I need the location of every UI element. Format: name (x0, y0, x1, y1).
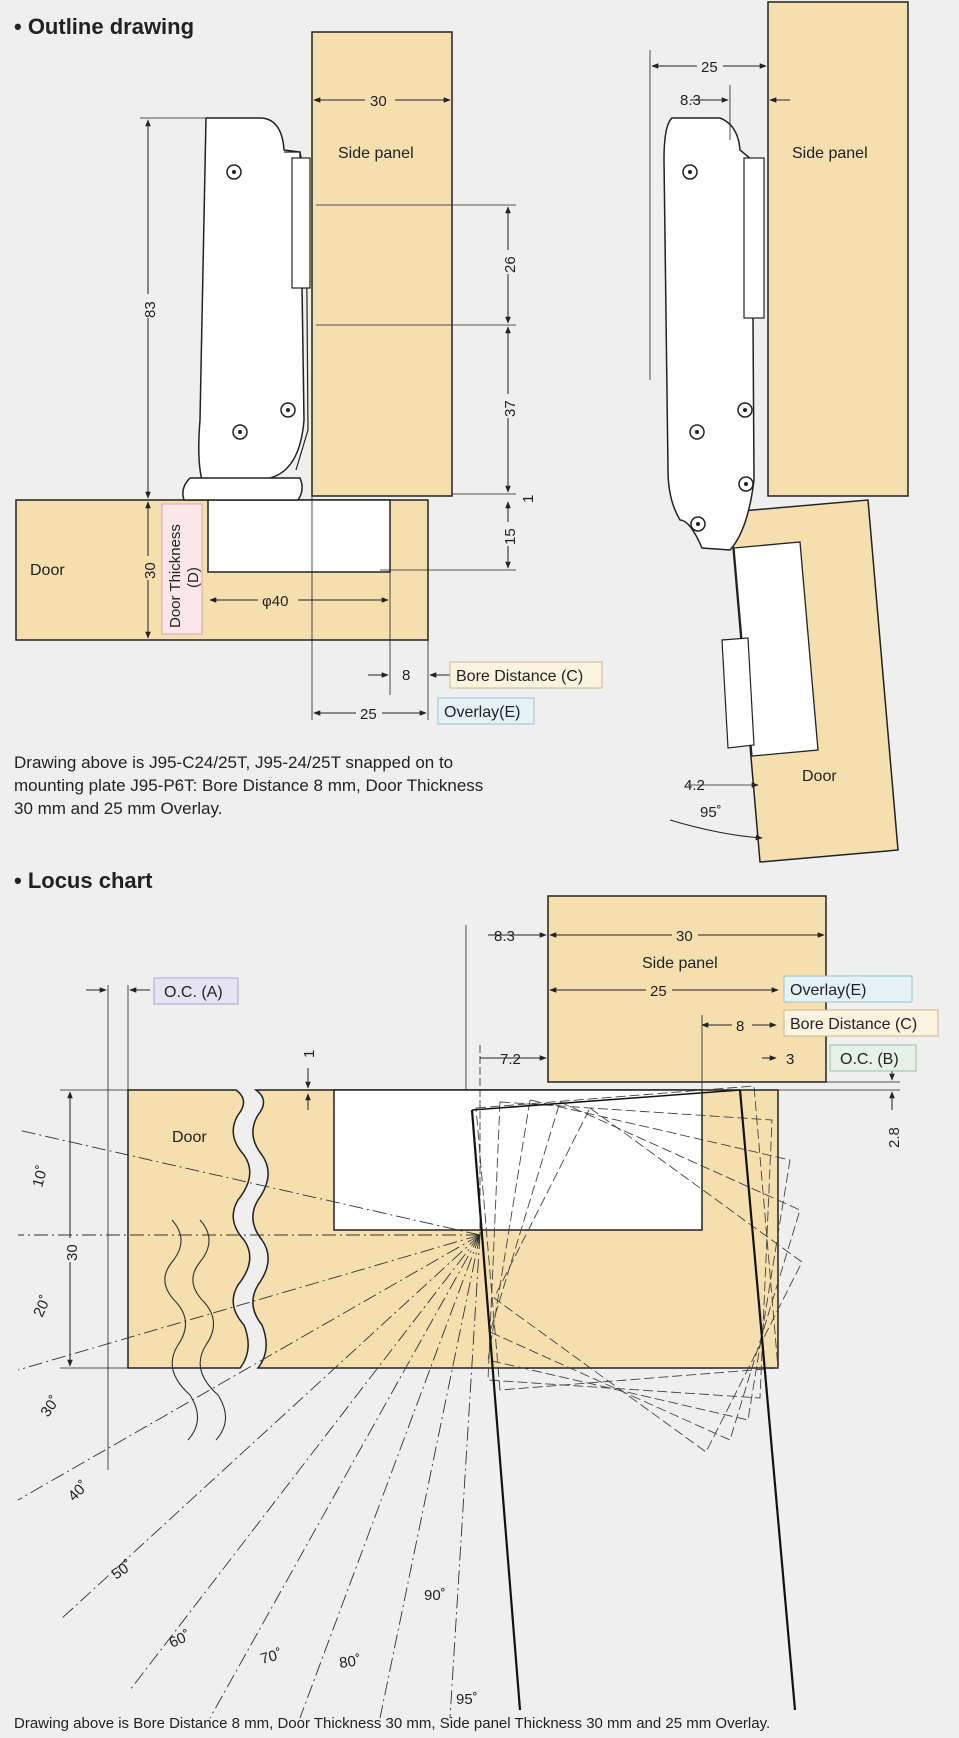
locus-dim-side-30: 30 (676, 928, 693, 945)
door-thickness-label-box (161, 503, 203, 635)
locus-dim-8-3: 8.3 (494, 928, 515, 945)
dim-15: 15 (502, 528, 519, 545)
locus-chart: Side panel Door (17, 895, 939, 1719)
dim-cup-diameter: φ40 (262, 593, 288, 610)
angle-label-30: 30˚ (37, 1393, 63, 1421)
dim-37: 37 (502, 400, 519, 417)
angle-label-50: 50˚ (109, 1557, 137, 1583)
bore-distance-label: Bore Distance (C) (456, 668, 583, 685)
oc-b-label: O.C. (B) (840, 1051, 899, 1068)
dim-1: 1 (520, 495, 537, 503)
angle-95-right: 95˚ (700, 804, 722, 821)
angle-label-60: 60˚ (167, 1627, 194, 1652)
outline-caption-line-3: 30 mm and 25 mm Overlay. (14, 799, 222, 818)
outline-caption-line-1: Drawing above is J95-C24/25T, J95-24/25T… (14, 753, 453, 772)
locus-side-panel-label: Side panel (642, 955, 718, 972)
door-thickness-label: Door Thickness (167, 524, 184, 628)
angle-label-20: 20˚ (30, 1293, 55, 1320)
door-95-outer-edge (738, 1089, 797, 1711)
dim-bore-8: 8 (402, 667, 410, 684)
swing-ray-lines (17, 1129, 481, 1719)
oc-a-box (153, 977, 239, 1005)
dim-right-4-2: 4.2 (684, 777, 705, 794)
locus-door-label: Door (172, 1129, 207, 1146)
door-thickness-symbol: (D) (185, 567, 202, 588)
locus-dim-3: 3 (786, 1051, 794, 1068)
door-label: Door (30, 562, 65, 579)
locus-bore-distance-label: Bore Distance (C) (790, 1016, 917, 1033)
angle-label-40: 40˚ (65, 1477, 92, 1504)
dim-hinge-height: 83 (142, 301, 159, 318)
door-swing-outlines (475, 1085, 803, 1453)
heading-locus-chart: • Locus chart (14, 868, 153, 893)
locus-overlay-label: Overlay(E) (790, 982, 866, 999)
locus-door-left (127, 1089, 251, 1369)
outline-right-drawing: Side panel Door 25 8.3 4.2 95˚ (649, 1, 909, 863)
dim-door-thickness: 30 (142, 562, 159, 579)
outline-left-drawing: Side panel Door 30 83 (15, 31, 603, 725)
locus-dim-2-8: 2.8 (886, 1127, 903, 1148)
angle-label-80: 80˚ (338, 1652, 362, 1672)
oc-a-label: O.C. (A) (164, 984, 223, 1001)
locus-caption: Drawing above is Bore Distance 8 mm, Doo… (14, 1715, 770, 1732)
hinge-arm-right (663, 117, 755, 551)
hinge-arm (198, 117, 305, 489)
heading-outline-drawing: • Outline drawing (14, 14, 194, 39)
door-right-label: Door (802, 768, 837, 785)
locus-dim-1: 1 (301, 1050, 318, 1058)
angle-label-10: 10˚ (29, 1164, 51, 1189)
oc-b-box (829, 1044, 917, 1072)
dim-overlay-25: 25 (360, 706, 377, 723)
overlay-box (437, 697, 535, 725)
locus-bore-distance-box (783, 1009, 939, 1037)
locus-dim-overlay-25: 25 (650, 983, 667, 1000)
angle-label-70: 70˚ (259, 1646, 284, 1668)
mounting-plate (182, 477, 303, 501)
locus-dim-7-2: 7.2 (500, 1051, 521, 1068)
bore-distance-box (449, 661, 603, 689)
dim-right-8-3: 8.3 (680, 92, 701, 109)
cup-bore (207, 499, 391, 573)
side-panel-right-label: Side panel (792, 145, 868, 162)
dim-26: 26 (502, 256, 519, 273)
locus-overlay-box (783, 975, 913, 1003)
outline-caption-line-2: mounting plate J95-P6T: Bore Distance 8 … (14, 776, 483, 795)
dim-right-25: 25 (701, 59, 718, 76)
angle-label-95: 95˚ (456, 1691, 478, 1708)
dim-side-thickness: 30 (370, 93, 387, 110)
angle-label-90: 90˚ (424, 1587, 446, 1604)
side-panel-label: Side panel (338, 145, 414, 162)
overlay-label: Overlay(E) (444, 704, 520, 721)
locus-dim-bore-8: 8 (736, 1018, 744, 1035)
locus-dim-door-30: 30 (64, 1244, 81, 1261)
side-panel-right (767, 1, 909, 497)
locus-cup-bore (333, 1089, 703, 1231)
